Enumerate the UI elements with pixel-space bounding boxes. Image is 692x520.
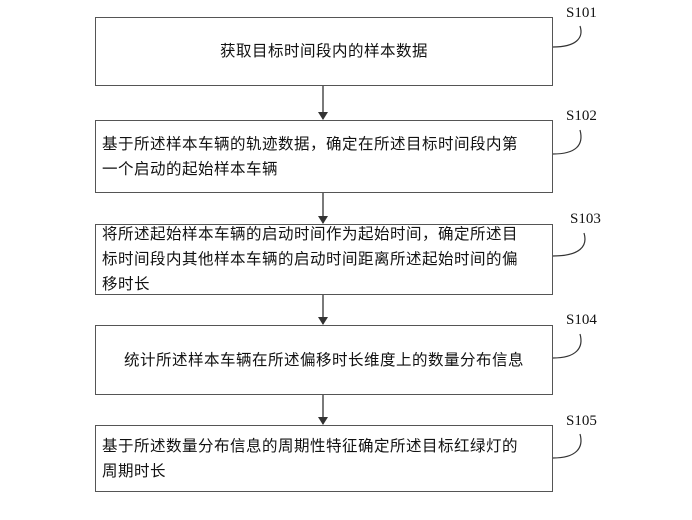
step-box-s104: 统计所述样本车辆在所述偏移时长维度上的数量分布信息 bbox=[95, 325, 553, 395]
step-box-s102: 基于所述样本车辆的轨迹数据，确定在所述目标时间段内第 一个启动的起始样本车辆 bbox=[95, 120, 553, 193]
step-label-s105: S105 bbox=[566, 413, 597, 429]
step-box-s105: 基于所述数量分布信息的周期性特征确定所述目标红绿灯的 周期时长 bbox=[95, 425, 553, 492]
step-label-s102: S102 bbox=[566, 108, 597, 124]
step-text: 统计所述样本车辆在所述偏移时长维度上的数量分布信息 bbox=[123, 350, 524, 369]
step-text: 将所述起始样本车辆的启动时间作为起始时间，确定所述目 标时间段内其他样本车辆的启… bbox=[102, 225, 519, 293]
label-leader-s105 bbox=[552, 433, 582, 459]
step-text: 基于所述数量分布信息的周期性特征确定所述目标红绿灯的 周期时长 bbox=[102, 436, 519, 480]
step-label-s104: S104 bbox=[566, 312, 597, 328]
step-label-s101: S101 bbox=[566, 5, 597, 21]
label-leader-s103 bbox=[552, 232, 586, 257]
label-leader-s104 bbox=[552, 333, 582, 359]
label-leader-s101 bbox=[552, 25, 582, 48]
step-text: 获取目标时间段内的样本数据 bbox=[219, 42, 428, 60]
label-leader-s102 bbox=[552, 129, 582, 155]
step-text: 基于所述样本车辆的轨迹数据，确定在所述目标时间段内第 一个启动的起始样本车辆 bbox=[102, 134, 519, 178]
step-label-s103: S103 bbox=[570, 211, 601, 227]
step-box-s103: 将所述起始样本车辆的启动时间作为起始时间，确定所述目 标时间段内其他样本车辆的启… bbox=[95, 224, 553, 295]
step-box-s101: 获取目标时间段内的样本数据 bbox=[95, 17, 553, 86]
